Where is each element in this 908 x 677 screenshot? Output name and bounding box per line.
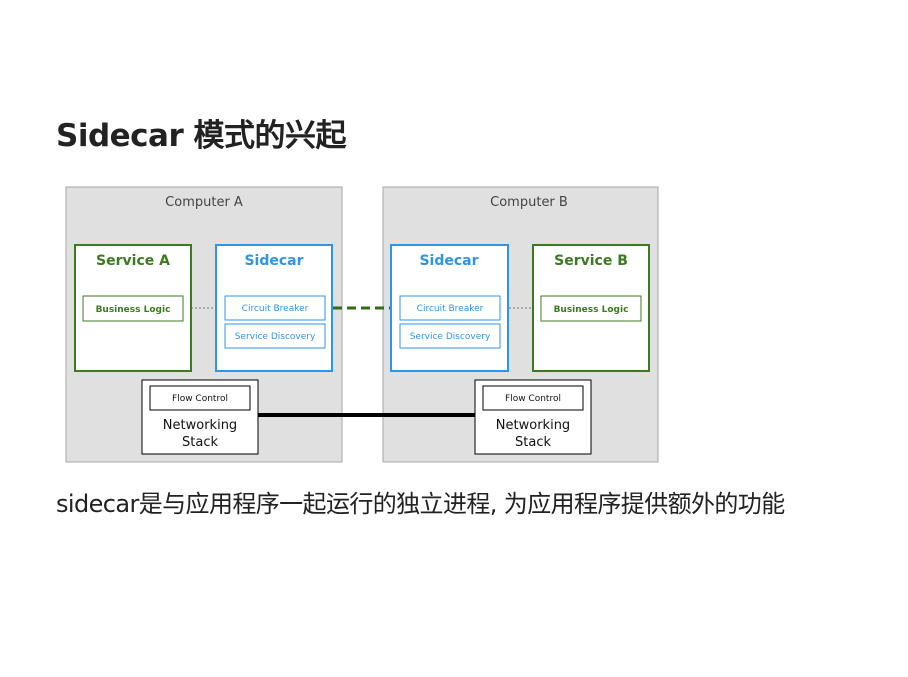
computer-b-label: Computer B	[490, 195, 568, 210]
sidecar-b-service-discovery-label: Service Discovery	[410, 332, 491, 342]
sidecar-a-circuit-breaker-label: Circuit Breaker	[242, 304, 309, 314]
networking-stack-b-line1: Networking	[496, 418, 570, 433]
sidecar-b-circuit-breaker-label: Circuit Breaker	[417, 304, 484, 314]
sidecar-b-service-discovery-box	[399, 323, 501, 349]
sidecar-b-title: Sidecar	[419, 253, 478, 269]
sidecar-a-service-discovery-label: Service Discovery	[235, 332, 316, 342]
sidecar-a-title: Sidecar	[244, 253, 303, 269]
caption-text: sidecar是与应用程序一起运行的独立进程, 为应用程序提供额外的功能	[56, 490, 785, 518]
sidecar-a-service-discovery-box	[224, 323, 326, 349]
networking-stack-a-line2: Stack	[182, 435, 218, 450]
sidecar-b-circuit-breaker-box	[399, 295, 501, 321]
sidecar-a-circuit-breaker-box	[224, 295, 326, 321]
service-b-title: Service B	[554, 253, 628, 269]
flow-control-a-box	[149, 385, 251, 411]
service-a-title: Service A	[96, 253, 170, 269]
flow-control-a-label: Flow Control	[172, 394, 228, 404]
computer-a-label: Computer A	[165, 195, 243, 210]
service-a-business-logic-label: Business Logic	[96, 305, 171, 315]
service-a-business-logic-box	[82, 295, 184, 322]
page-title: Sidecar 模式的兴起	[56, 118, 347, 154]
flow-control-b-box	[482, 385, 584, 411]
networking-stack-b-line2: Stack	[515, 435, 551, 450]
networking-stack-a-line1: Networking	[163, 418, 237, 433]
service-b-business-logic-box	[540, 295, 642, 322]
flow-control-b-label: Flow Control	[505, 394, 561, 404]
service-b-business-logic-label: Business Logic	[554, 305, 629, 315]
